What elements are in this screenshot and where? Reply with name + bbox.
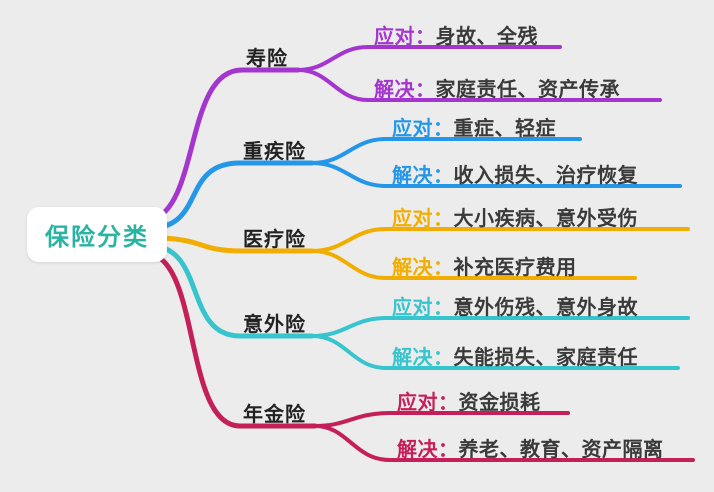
leaf-node: 应对：重症、轻症 — [392, 112, 556, 141]
branch-label-critical: 重疾险 — [243, 141, 306, 163]
leaf-prefix: 解决： — [374, 79, 436, 101]
leaf-prefix: 应对： — [392, 297, 454, 319]
leaf-line — [296, 68, 662, 102]
leaf-node: 应对：身故、全残 — [374, 20, 538, 49]
leaf-text: 大小疾病、意外受伤 — [453, 208, 638, 230]
leaf-text: 收入损失、治疗恢复 — [453, 165, 638, 187]
branch-label-annuity: 年金险 — [243, 404, 306, 426]
leaf-prefix: 应对： — [374, 26, 436, 48]
leaf-text: 意外伤残、意外身故 — [453, 297, 638, 319]
leaf-line — [313, 424, 695, 462]
branch-label-accident: 意外险 — [243, 314, 306, 336]
leaf-node: 解决：失能损失、家庭责任 — [392, 341, 638, 370]
leaf-node: 解决：补充医疗费用 — [392, 251, 577, 280]
leaf-prefix: 应对： — [392, 208, 454, 230]
leaf-line — [310, 227, 690, 253]
root-label: 保险分类 — [45, 224, 149, 251]
leaf-text: 资金损耗 — [458, 392, 541, 414]
leaf-line — [296, 45, 562, 72]
leaf-line — [310, 161, 682, 188]
leaf-prefix: 解决： — [392, 165, 454, 187]
leaf-prefix: 应对： — [397, 392, 459, 414]
leaf-text: 补充医疗费用 — [453, 257, 577, 279]
branch-label-medical: 医疗险 — [243, 229, 306, 251]
leaf-prefix: 解决： — [392, 347, 454, 369]
leaf-node: 解决：收入损失、治疗恢复 — [392, 159, 638, 188]
leaf-prefix: 应对： — [392, 118, 454, 140]
leaf-text: 家庭责任、资产传承 — [435, 79, 620, 101]
leaf-node: 解决：家庭责任、资产传承 — [374, 73, 620, 102]
leaf-node: 解决：养老、教育、资产隔离 — [397, 433, 664, 462]
leaf-line — [310, 249, 637, 280]
branch-line-life — [149, 67, 301, 223]
root-node: 保险分类 — [27, 207, 167, 262]
leaf-node: 应对：大小疾病、意外受伤 — [392, 202, 638, 231]
leaf-text: 失能损失、家庭责任 — [453, 347, 638, 369]
leaf-node: 应对：资金损耗 — [397, 386, 541, 415]
branch-label-life: 寿险 — [246, 48, 288, 70]
branch-line-medical — [159, 235, 315, 254]
leaf-prefix: 解决： — [392, 257, 454, 279]
leaf-text: 身故、全残 — [435, 26, 538, 48]
leaf-text: 重症、轻症 — [453, 118, 556, 140]
branch-line-accident — [151, 243, 315, 339]
leaf-text: 养老、教育、资产隔离 — [458, 439, 664, 461]
branch-line-annuity — [149, 251, 318, 429]
leaf-node: 应对：意外伤残、意外身故 — [392, 291, 638, 320]
leaf-line — [310, 334, 680, 370]
branch-line-critical — [151, 160, 315, 231]
leaf-prefix: 解决： — [397, 439, 459, 461]
leaf-line — [310, 316, 690, 338]
